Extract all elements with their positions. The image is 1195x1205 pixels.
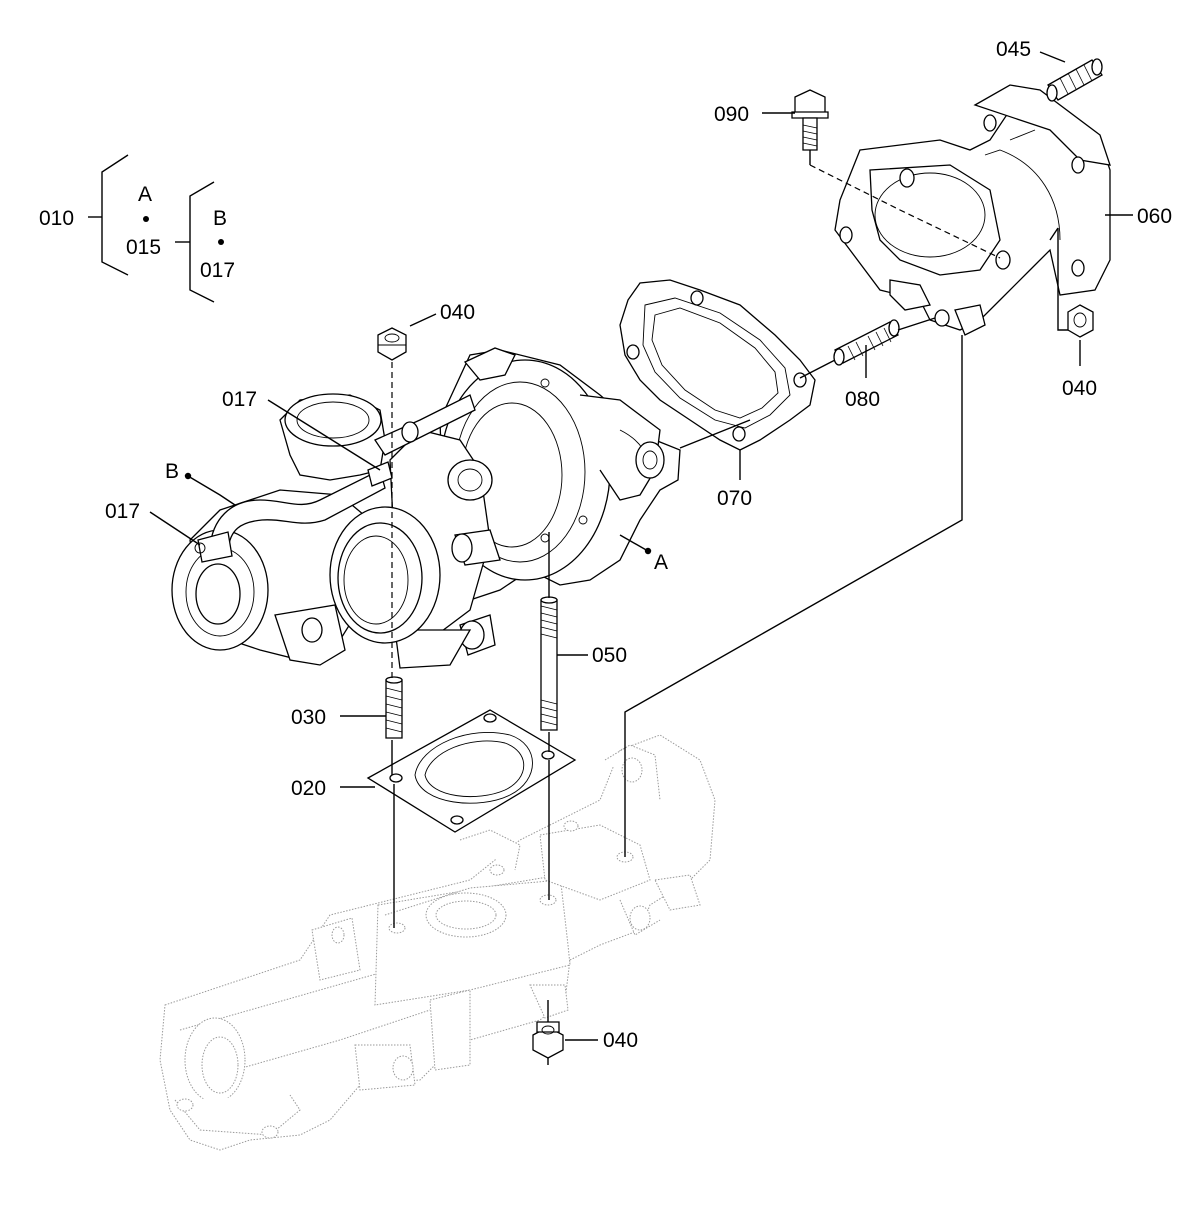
nut-040-right: [1067, 304, 1094, 338]
bullet-dot: [218, 239, 224, 245]
part-labels: 010 A 015 B 017 040 017 B 017 A 045 090 …: [39, 38, 1172, 1052]
label-017-group: 017: [200, 259, 235, 282]
exhaust-manifold-ghost: [159, 734, 716, 1151]
flange-060: [834, 84, 1111, 336]
label-group-a: A: [138, 183, 152, 206]
label-045: 045: [996, 38, 1031, 61]
label-020: 020: [291, 777, 326, 800]
gasket-020: [366, 709, 577, 833]
label-ref-b: B: [165, 460, 179, 483]
label-090: 090: [714, 103, 749, 126]
label-010: 010: [39, 207, 74, 230]
stud-080: [833, 319, 900, 366]
nut-040-top: [377, 327, 407, 361]
label-015: 015: [126, 236, 161, 259]
group-brackets: [88, 154, 224, 303]
assembly-lines: [391, 150, 1068, 1065]
label-050: 050: [592, 644, 627, 667]
label-060: 060: [1137, 205, 1172, 228]
stud-050: [540, 596, 558, 731]
bullet-dot: [143, 216, 149, 222]
leader-lines: [149, 51, 1133, 1041]
turbocharger: [171, 347, 681, 669]
label-040-bottom: 040: [603, 1029, 638, 1052]
label-080: 080: [845, 388, 880, 411]
label-030: 030: [291, 706, 326, 729]
nut-040-bottom: [532, 1021, 564, 1059]
stud-045: [1046, 58, 1103, 102]
label-group-b: B: [213, 207, 227, 230]
stud-030: [385, 676, 403, 739]
label-017-left: 017: [105, 500, 140, 523]
label-ref-a: A: [654, 551, 668, 574]
label-070: 070: [717, 487, 752, 510]
label-040-right: 040: [1062, 377, 1097, 400]
gasket-070: [619, 279, 816, 451]
bolt-090: [791, 89, 829, 151]
label-040-top: 040: [440, 301, 475, 324]
label-017-upper: 017: [222, 388, 257, 411]
